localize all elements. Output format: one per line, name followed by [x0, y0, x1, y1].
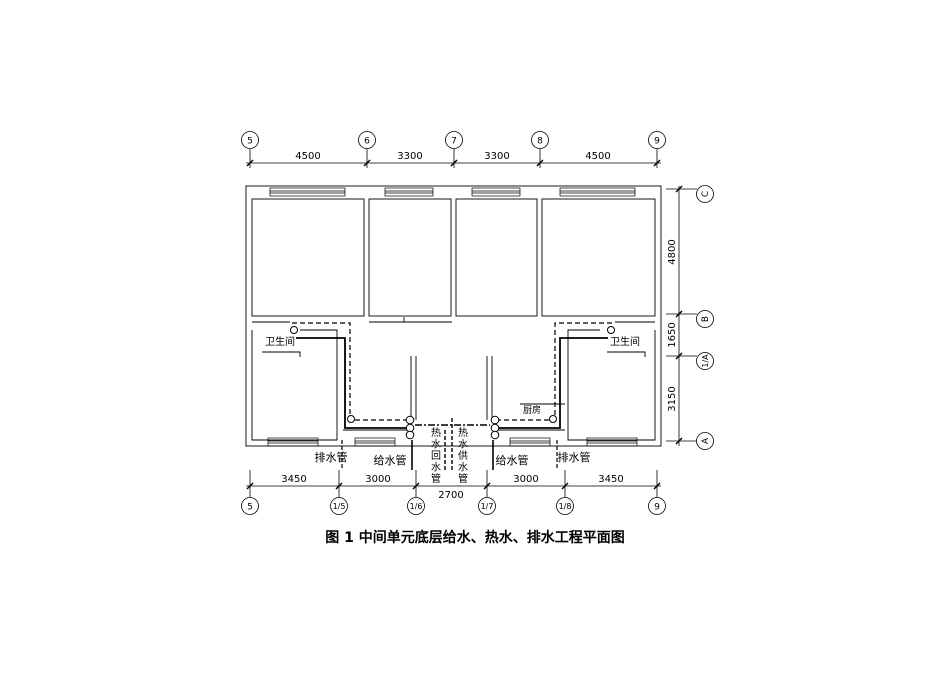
supply-pipe-left	[296, 337, 410, 429]
supply-pipe-right-label: 给水管	[496, 453, 529, 467]
drain-pipe-left	[292, 322, 410, 421]
dim-top-2: 3300	[397, 151, 422, 162]
hot-supply-pipe-label: 热水供水管	[458, 426, 468, 485]
axis-label-1-6-bottom: 1/6	[410, 502, 423, 511]
axis-label-7-top: 7	[451, 137, 457, 147]
dim-bottom-4: 3450	[598, 474, 623, 485]
kitchen-label: 厨房	[523, 404, 541, 416]
windows	[267, 187, 638, 447]
dim-right-2: 1650	[667, 322, 678, 347]
dim-right-1: 4800	[667, 239, 678, 264]
axis-label-5-top: 5	[247, 137, 253, 147]
axis-label-1-5-bottom: 1/5	[333, 502, 346, 511]
riser-right-1-icon	[490, 415, 500, 425]
axis-bubble-9-top	[648, 131, 666, 149]
drain-pipe-right-label: 排水管	[558, 450, 591, 464]
axis-label-a: A	[701, 437, 711, 444]
dim-top-1: 4500	[295, 151, 320, 162]
axis-label-6-top: 6	[364, 137, 370, 147]
axis-label-9-top: 9	[654, 137, 660, 147]
bathroom-left-label: 卫生间	[265, 335, 295, 348]
axis-label-1-8-bottom: 1/8	[559, 502, 572, 511]
riser-left-1-icon	[405, 415, 415, 425]
axis-bubble-1-a	[696, 352, 714, 370]
riser-left-2-icon	[405, 423, 415, 433]
axis-label-1-7-bottom: 1/7	[481, 502, 494, 511]
riser-left-3-icon	[405, 430, 415, 440]
supply-pipe-left-label: 给水管	[374, 453, 407, 467]
axis-bubble-8-top	[531, 131, 549, 149]
axis-bubble-1-7-bottom	[478, 497, 496, 515]
dim-top-3: 3300	[484, 151, 509, 162]
axis-label-5-bottom: 5	[247, 503, 253, 513]
axis-bubble-1-5-bottom	[330, 497, 348, 515]
riser-right-3-icon	[490, 430, 500, 440]
hot-return-pipe-label: 热水回水管	[431, 426, 441, 485]
walls	[245, 185, 662, 447]
axis-label-9-bottom: 9	[654, 503, 660, 513]
bathroom-right-label: 卫生间	[610, 335, 640, 348]
riser-right-2-icon	[490, 423, 500, 433]
axis-label-8-top: 8	[537, 137, 543, 147]
axis-label-b: B	[701, 316, 711, 322]
dim-right-3: 3150	[667, 386, 678, 411]
axis-bubble-b	[696, 310, 714, 328]
drain-stack-right-icon	[607, 326, 615, 334]
floor-drain-right-icon	[549, 415, 557, 423]
axis-bubble-c	[696, 185, 714, 203]
dim-bottom-1: 3450	[281, 474, 306, 485]
dim-bottom-center: 2700	[438, 490, 463, 501]
axis-bubble-7-top	[445, 131, 463, 149]
dim-bottom-3: 3000	[513, 474, 538, 485]
drain-pipe-left-label: 排水管	[315, 450, 348, 464]
drain-stack-left-icon	[290, 326, 298, 334]
floor-drain-left-icon	[347, 415, 355, 423]
axis-bubble-5-bottom	[241, 497, 259, 515]
axis-bubble-6-top	[358, 131, 376, 149]
figure-caption: 图 1 中间单元底层给水、热水、排水工程平面图	[325, 530, 625, 546]
axis-bubble-5-top	[241, 131, 259, 149]
axis-bubble-1-6-bottom	[407, 497, 425, 515]
dim-top-4: 4500	[585, 151, 610, 162]
axis-label-c: C	[701, 191, 711, 197]
axis-bubble-1-8-bottom	[556, 497, 574, 515]
dim-bottom-2: 3000	[365, 474, 390, 485]
axis-bubble-9-bottom	[648, 497, 666, 515]
drain-pipe-right	[495, 322, 612, 421]
axis-label-1-a: 1/A	[701, 354, 710, 368]
supply-pipe-right	[495, 337, 608, 429]
